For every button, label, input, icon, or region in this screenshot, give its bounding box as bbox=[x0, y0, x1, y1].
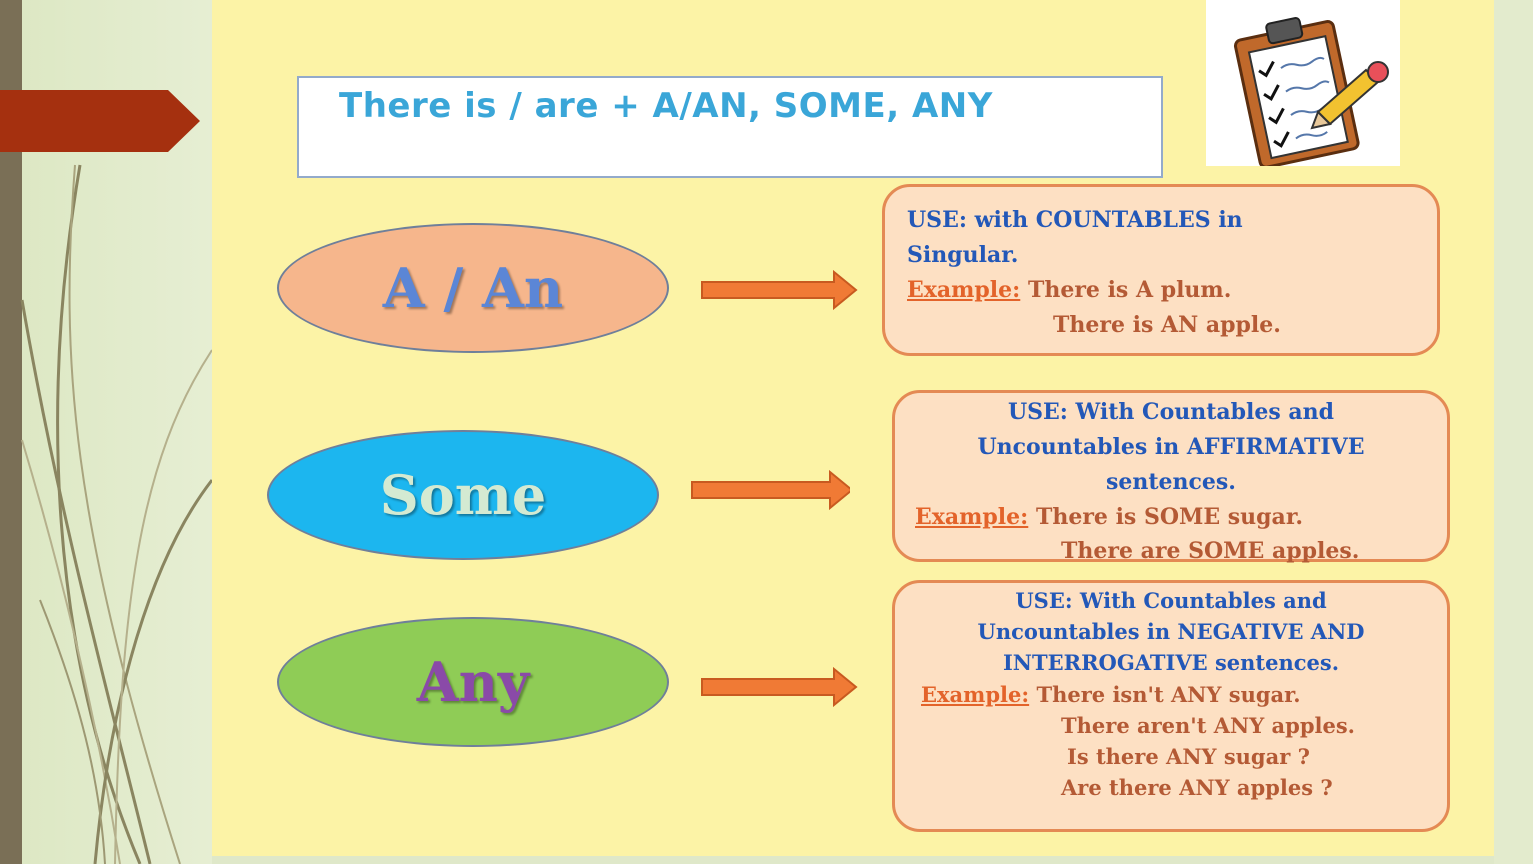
example-text: There is SOME sugar. bbox=[1035, 504, 1304, 530]
title-box: There is / are + A/AN, SOME, ANY bbox=[297, 76, 1163, 178]
arrow-right-icon bbox=[701, 667, 858, 707]
clipboard-image bbox=[1206, 0, 1400, 169]
use-line: Uncountables in AFFIRMATIVE bbox=[977, 434, 1365, 460]
example-text: There is AN apple. bbox=[1053, 312, 1281, 338]
example-text: Are there ANY apples ? bbox=[1061, 775, 1333, 800]
example-label: Example: bbox=[921, 682, 1030, 707]
oval-any: Any bbox=[277, 617, 669, 747]
page-title: There is / are + A/AN, SOME, ANY bbox=[339, 86, 993, 126]
example-text: There aren't ANY apples. bbox=[1061, 713, 1355, 738]
rule-box-any: USE: With Countables and Uncountables in… bbox=[892, 580, 1450, 832]
oval-some: Some bbox=[267, 430, 659, 560]
arrow-right-icon bbox=[691, 470, 850, 510]
example-text: Is there ANY sugar ? bbox=[1067, 744, 1310, 769]
use-line: USE: with COUNTABLES in bbox=[907, 207, 1243, 233]
pencil-icon bbox=[1310, 61, 1389, 130]
oval-label: Any bbox=[416, 650, 530, 714]
clipboard-checklist-icon bbox=[1233, 17, 1389, 169]
use-line: Uncountables in NEGATIVE AND bbox=[977, 619, 1365, 644]
rule-box-a-an: USE: with COUNTABLES in Singular. Exampl… bbox=[882, 184, 1440, 356]
grass-decoration bbox=[20, 164, 212, 864]
oval-label: A / An bbox=[382, 256, 564, 320]
left-stripe bbox=[0, 0, 22, 864]
use-line: sentences. bbox=[1106, 469, 1236, 495]
oval-label: Some bbox=[379, 463, 547, 527]
example-label: Example: bbox=[915, 504, 1029, 530]
example-text: There are SOME apples. bbox=[1061, 538, 1360, 564]
example-text: There is A plum. bbox=[1027, 277, 1232, 303]
use-line: USE: With Countables and bbox=[1015, 588, 1327, 613]
use-line: USE: With Countables and bbox=[1007, 399, 1335, 425]
oval-a-an: A / An bbox=[277, 223, 669, 353]
rule-box-some: USE: With Countables and Uncountables in… bbox=[892, 390, 1450, 564]
arrow-right-icon bbox=[701, 270, 858, 310]
slide-marker-arrow-icon bbox=[0, 90, 200, 152]
example-text: There isn't ANY sugar. bbox=[1036, 682, 1301, 707]
slide: There is / are + A/AN, SOME, ANY bbox=[212, 0, 1494, 856]
use-line: Singular. bbox=[907, 242, 1019, 268]
right-strip bbox=[1494, 0, 1533, 864]
example-label: Example: bbox=[907, 277, 1021, 303]
use-line: INTERROGATIVE sentences. bbox=[1002, 650, 1340, 675]
